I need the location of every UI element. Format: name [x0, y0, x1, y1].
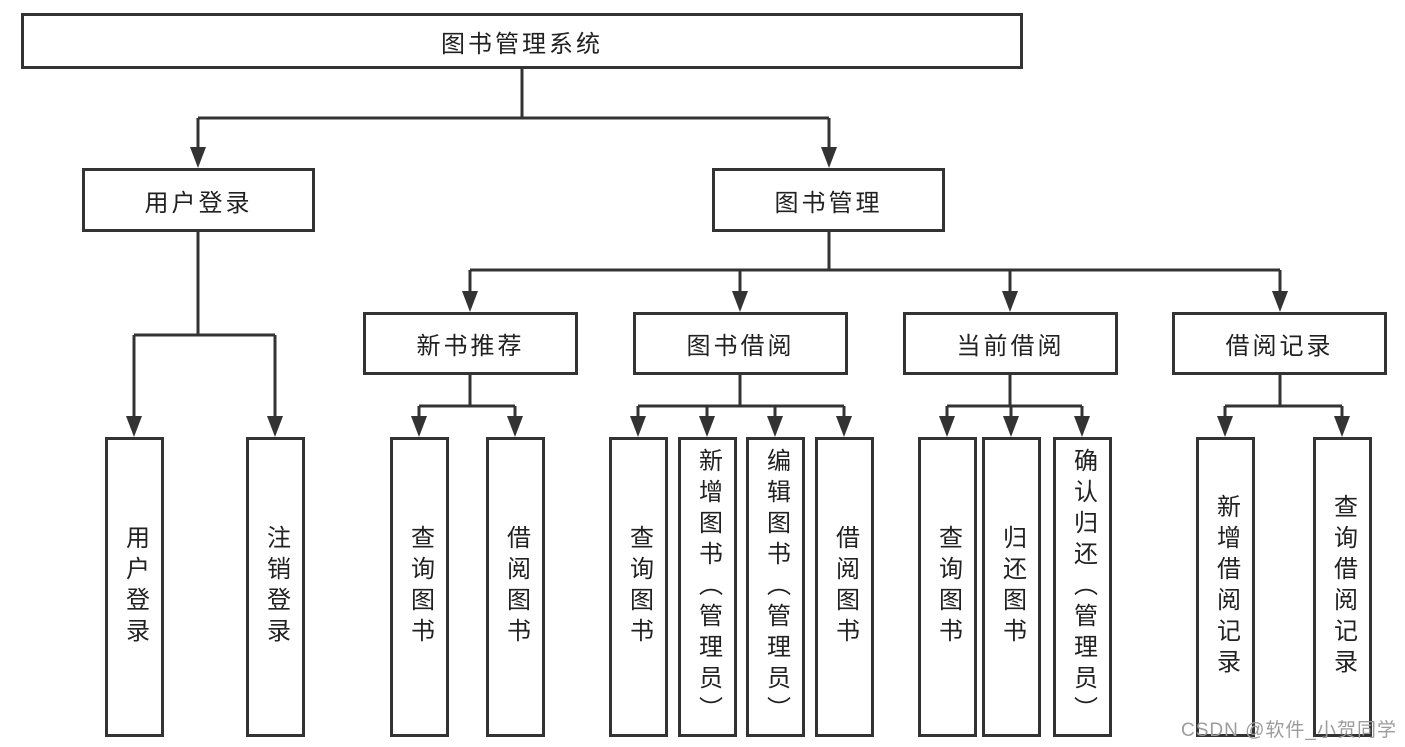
leaf-label: 用户登录 — [121, 525, 149, 649]
leaf-return-books: 归还图书 — [982, 437, 1041, 737]
node-new-book-recommend: 新书推荐 — [363, 312, 578, 375]
leaf-edit-books-admin: 编辑图书（管理员） — [746, 437, 805, 737]
node-label: 用户登录 — [144, 189, 253, 217]
node-label: 新书推荐 — [416, 333, 525, 360]
node-label: 图书借阅 — [686, 333, 795, 360]
node-library-management-system: 图书管理系统 — [21, 13, 1023, 69]
leaf-query-books-recommend: 查询图书 — [390, 437, 449, 737]
leaf-label: 新增图书（管理员） — [694, 447, 722, 727]
connector-user-login-children — [126, 232, 283, 437]
connector-book-management-children — [462, 232, 1288, 312]
connector-borrow-record-children — [1217, 375, 1350, 437]
node-label: 借阅记录 — [1225, 333, 1334, 360]
leaf-label: 确认归还（管理员） — [1069, 447, 1097, 727]
node-label: 图书管理 — [774, 189, 883, 217]
leaf-label: 查询图书 — [934, 525, 962, 649]
node-borrow-records: 借阅记录 — [1172, 312, 1387, 375]
connector-root-to-level2 — [190, 69, 837, 168]
leaf-label: 注销登录 — [262, 525, 290, 649]
leaf-logout: 注销登录 — [246, 437, 305, 737]
leaf-add-books-admin: 新增图书（管理员） — [678, 437, 737, 737]
node-book-borrow: 图书借阅 — [633, 312, 848, 375]
leaf-label: 借阅图书 — [831, 525, 859, 649]
leaf-label: 借阅图书 — [502, 525, 530, 649]
leaf-borrow-books-recommend: 借阅图书 — [486, 437, 545, 737]
connector-book-borrow-children — [630, 375, 852, 437]
leaf-query-borrow-record: 查询借阅记录 — [1313, 437, 1372, 737]
leaf-label: 归还图书 — [998, 525, 1026, 649]
leaf-label: 查询图书 — [625, 525, 653, 649]
node-user-login: 用户登录 — [82, 168, 315, 232]
leaf-label: 编辑图书（管理员） — [762, 447, 790, 727]
connector-current-borrow-children — [939, 375, 1090, 437]
node-label: 当前借阅 — [956, 333, 1065, 360]
node-label: 图书管理系统 — [441, 30, 603, 58]
watermark: CSDN @软件_小贺同学 — [1181, 720, 1397, 741]
leaf-add-borrow-record: 新增借阅记录 — [1196, 437, 1255, 737]
leaf-borrow-books: 借阅图书 — [815, 437, 874, 737]
leaf-query-books-borrow: 查询图书 — [609, 437, 668, 737]
leaf-label: 新增借阅记录 — [1212, 494, 1240, 680]
leaf-query-books-current: 查询图书 — [918, 437, 977, 737]
node-current-borrow: 当前借阅 — [903, 312, 1118, 375]
node-book-management: 图书管理 — [712, 168, 945, 232]
leaf-user-login: 用户登录 — [105, 437, 164, 737]
leaf-label: 查询图书 — [406, 525, 434, 649]
leaf-confirm-return-admin: 确认归还（管理员） — [1053, 437, 1112, 737]
leaf-label: 查询借阅记录 — [1329, 494, 1357, 680]
connector-new-book-children — [411, 375, 523, 437]
